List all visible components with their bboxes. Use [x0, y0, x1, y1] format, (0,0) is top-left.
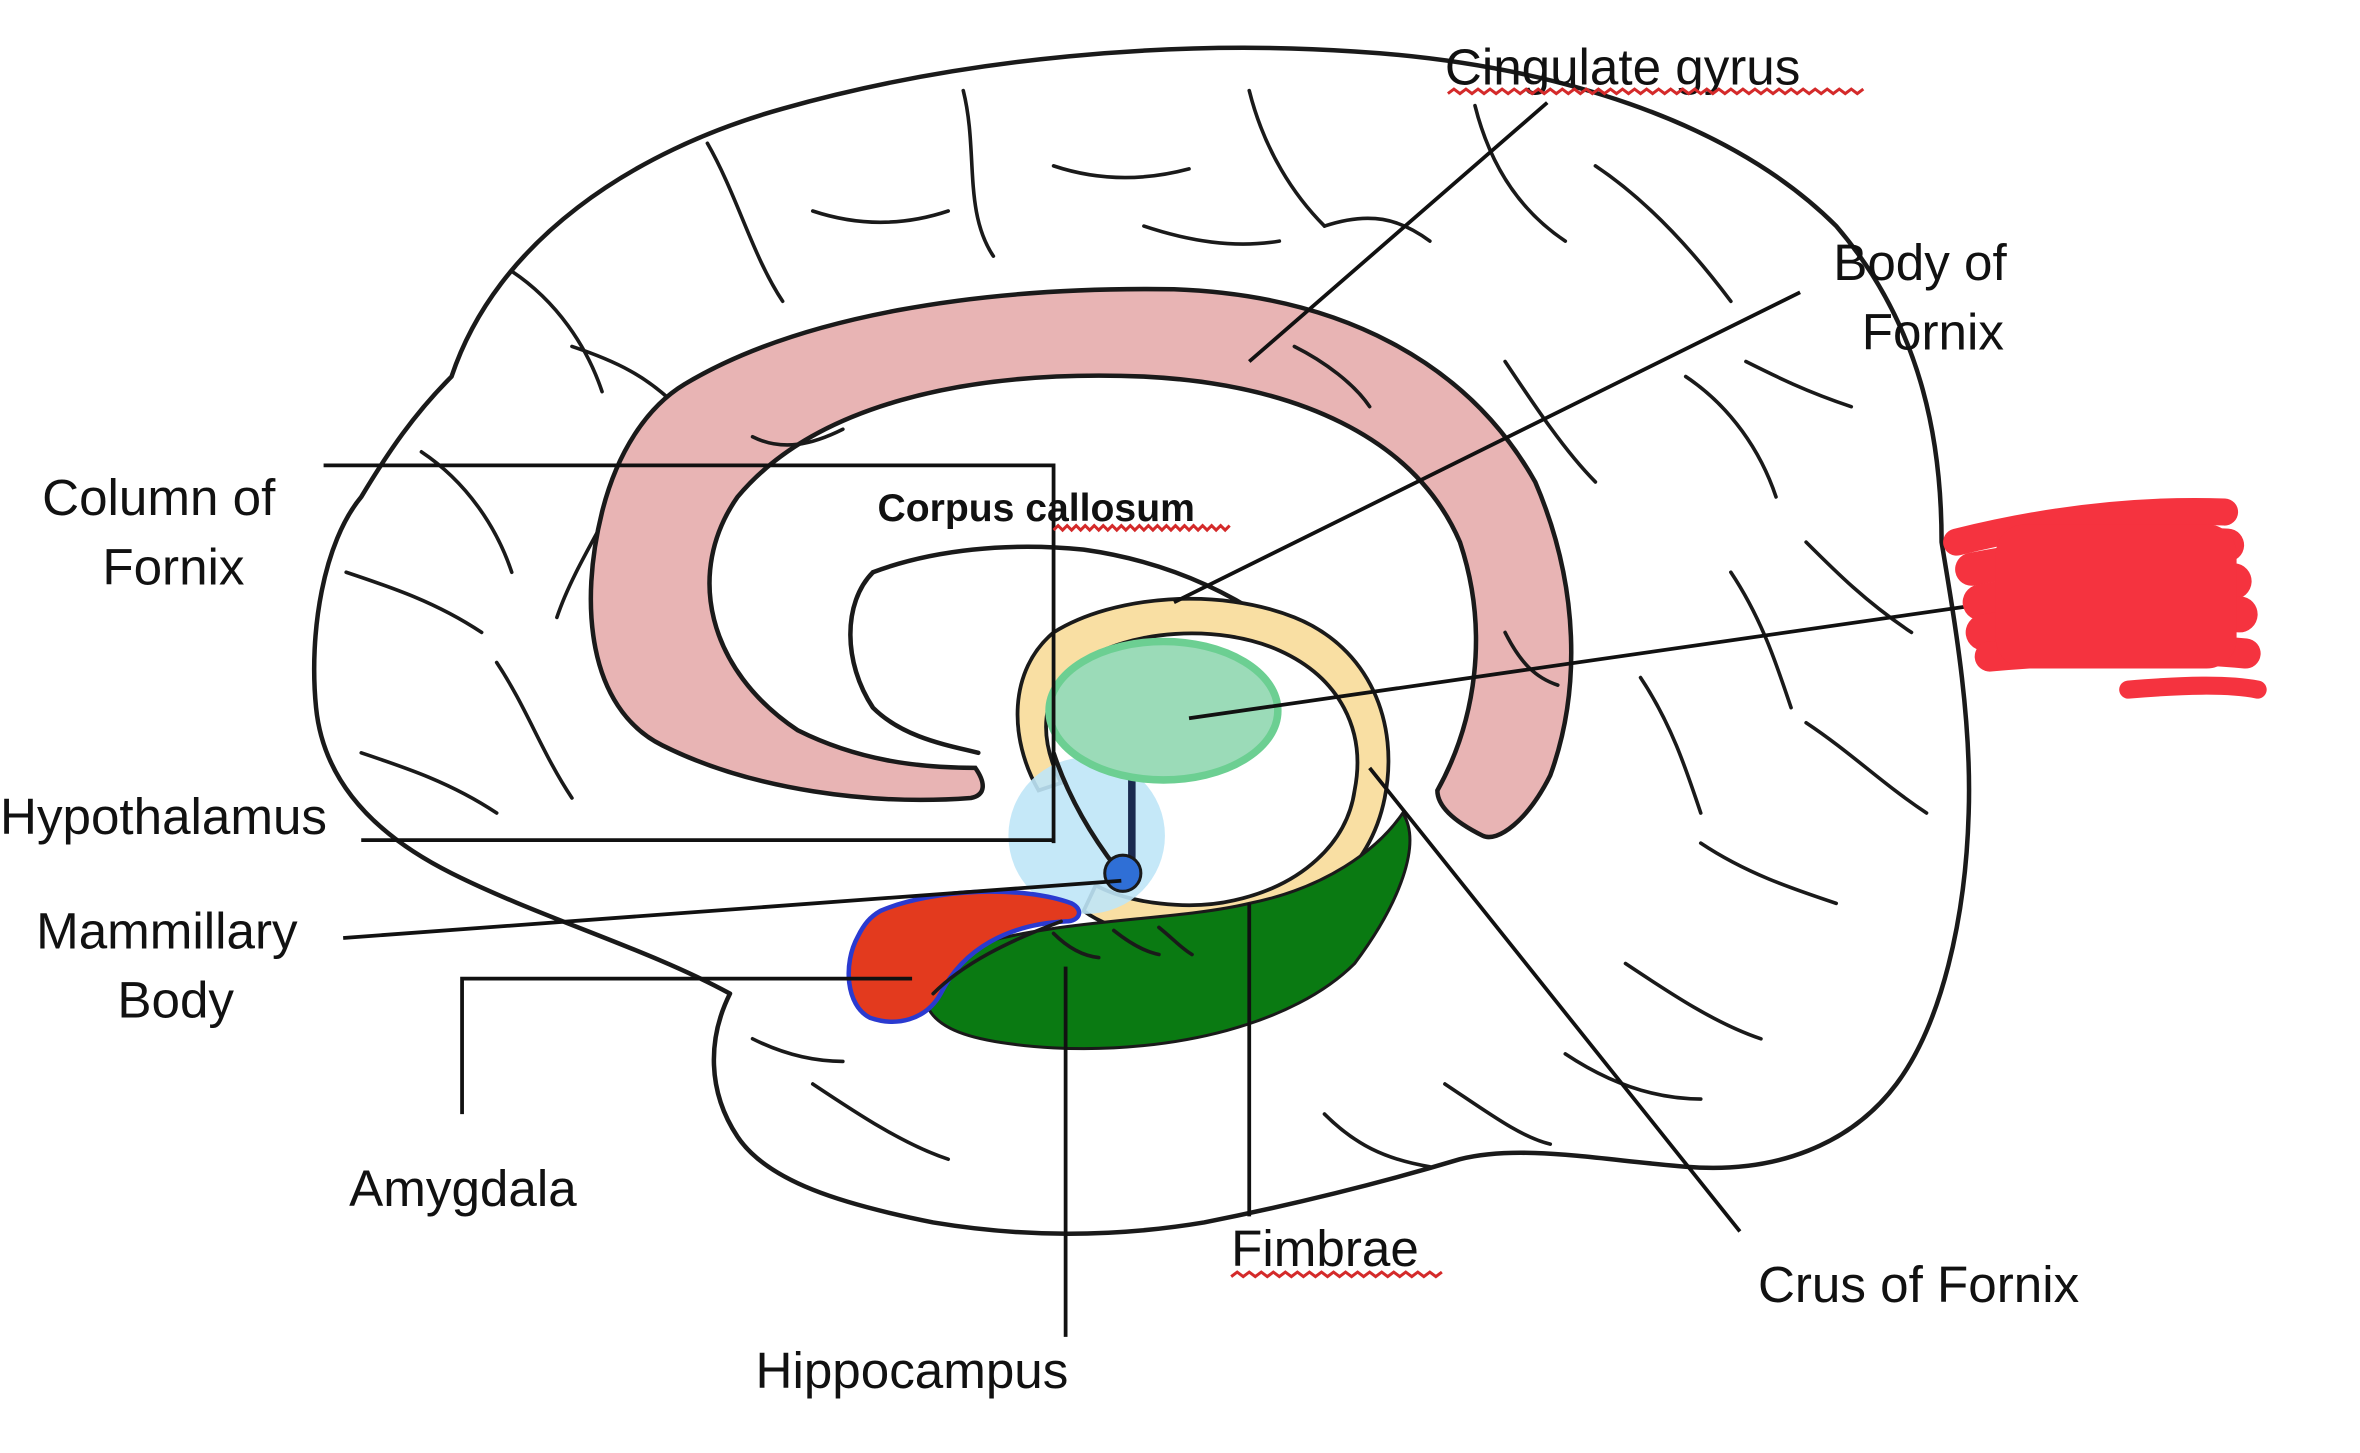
medial-wall-outline [870, 544, 1267, 620]
label-fimbrae: Fimbrae [1231, 1220, 1419, 1277]
cingulate-texture [750, 344, 1560, 687]
label-hypothalamus: Hypothalamus [0, 788, 327, 845]
label-mammillary-body-line1: Mammillary [36, 903, 298, 960]
septum-outline [848, 569, 981, 756]
cingulate-gyrus-shape [588, 286, 1574, 840]
hippocampus-ridges [1051, 925, 1194, 960]
spellcheck-underline-cingulate [1447, 87, 1865, 96]
amygdala-edge [931, 919, 1063, 996]
label-body-of-fornix-line1: Body of [1833, 234, 2007, 291]
cortex-sulci [344, 88, 1929, 1169]
brain-outline [311, 45, 1972, 1236]
hippocampus-region [923, 810, 1412, 1051]
mammillary-body-region [1103, 853, 1143, 893]
spellcheck-underline-fimbrae [1230, 1270, 1443, 1279]
column-of-fornix-stroke [1051, 752, 1119, 871]
label-amygdala: Amygdala [349, 1160, 577, 1217]
label-hippocampus: Hippocampus [756, 1342, 1069, 1399]
thalamus-region [1045, 637, 1282, 784]
leader-lines [323, 101, 1997, 1337]
amygdala-region [846, 889, 1082, 1024]
label-corpus-callosum: Corpus callosum [877, 487, 1194, 530]
spellcheck-underline-callosum [1052, 523, 1231, 533]
label-mammillary-body-line2: Body [117, 972, 234, 1029]
label-crus-of-fornix: Crus of Fornix [1758, 1256, 2080, 1313]
label-column-of-fornix-line1: Column of [42, 469, 276, 526]
label-column-of-fornix-line2: Fornix [102, 538, 245, 595]
label-body-of-fornix-line2: Fornix [1862, 303, 2005, 360]
label-cingulate-gyrus: Cingulate gyrus [1445, 39, 1800, 96]
redacted-thalamus-label [1943, 497, 2267, 699]
